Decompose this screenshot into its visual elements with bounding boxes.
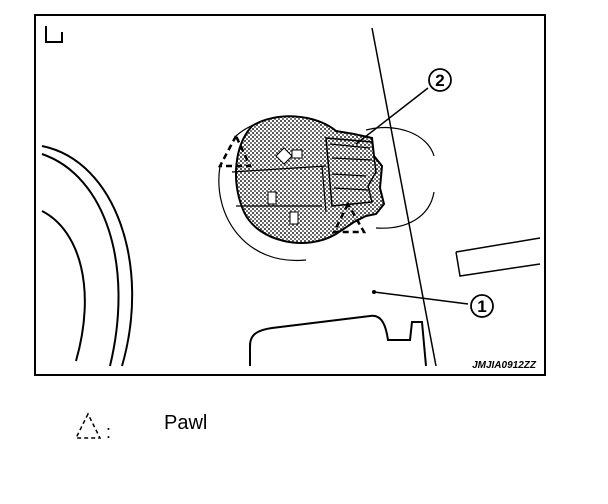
figure-code: JMJIA0912ZZ (472, 360, 537, 371)
callout-1-number: 1 (477, 297, 486, 316)
right-panel-piece (455, 237, 541, 277)
legend-label: Pawl (164, 412, 208, 434)
diagram-illustration: 2 1 JMJIA0912ZZ (41, 26, 541, 371)
dashed-triangle-icon: : (74, 412, 111, 442)
pawl-marker-upper-left (217, 133, 252, 168)
fuel-filler-lid (231, 115, 386, 244)
corner-mark (45, 26, 63, 43)
tire-outline (41, 145, 134, 367)
lower-panel-opening (249, 314, 427, 367)
legend: : Pawl (72, 404, 372, 454)
body-panel-edge (371, 27, 437, 367)
legend-colon: : (106, 422, 111, 442)
diagram-frame: 2 1 JMJIA0912ZZ (34, 14, 546, 376)
callout-1: 1 (372, 290, 494, 318)
callout-2: 2 (355, 68, 452, 145)
callout-2-number: 2 (435, 71, 444, 90)
pawl-marker-lower-right (331, 201, 367, 234)
